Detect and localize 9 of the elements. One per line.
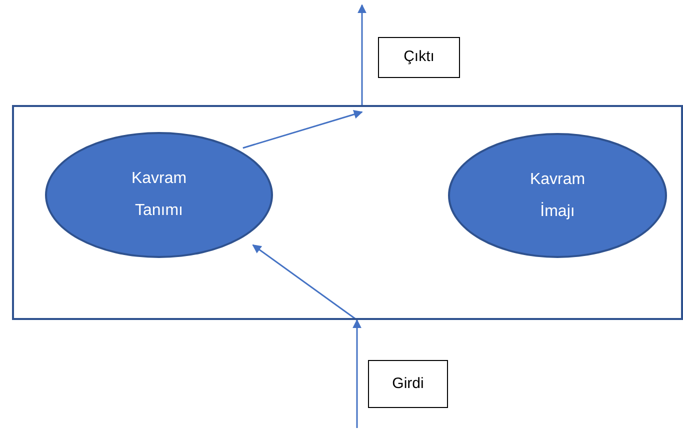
arrow (252, 244, 358, 321)
arrow (352, 319, 362, 428)
frame-box (12, 105, 683, 320)
label-box: Çıktı (378, 37, 460, 78)
label-box: Girdi (368, 360, 448, 408)
arrow (358, 4, 366, 105)
arrow (242, 110, 363, 149)
concept-ellipse: Kavram İmajı (448, 133, 667, 258)
concept-ellipse: Kavram Tanımı (45, 132, 273, 258)
